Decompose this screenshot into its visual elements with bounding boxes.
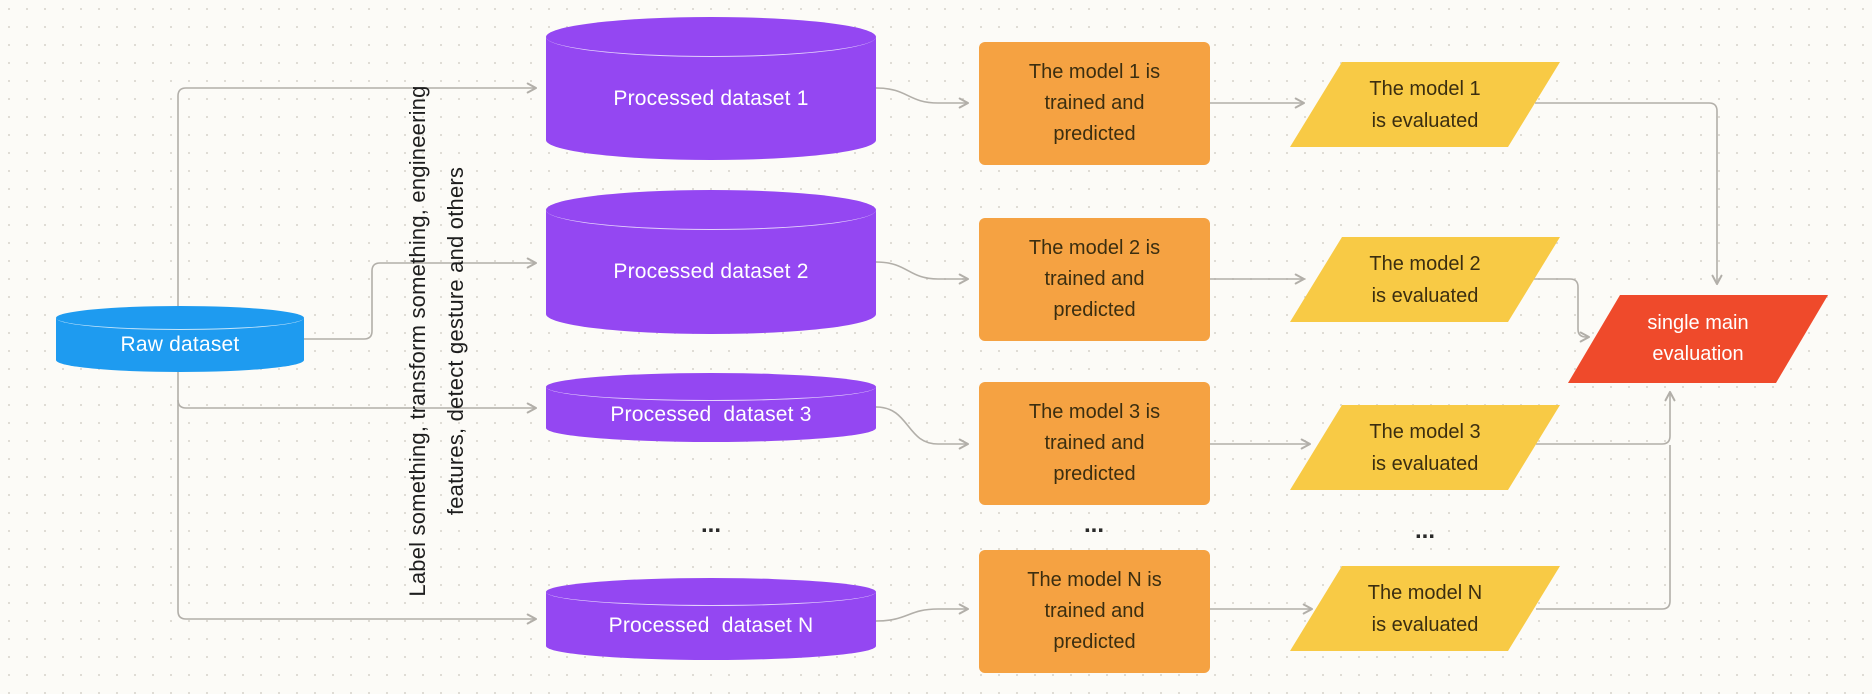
evaluation-node-n: The model N is evaluated (1290, 566, 1560, 651)
evaluation-label-3: The model 3 is evaluated (1369, 420, 1481, 475)
dataset-node-1: Processed dataset 1 (546, 37, 876, 160)
evaluation-label-2: The model 2 is evaluated (1369, 252, 1481, 307)
ellipsis-datasets: ... (700, 511, 721, 538)
model-node-1: The model 1 is trained and predicted (979, 42, 1210, 165)
dataset-node-n: Processed dataset N (546, 592, 876, 660)
model-label-1: The model 1 is trained and predicted (1028, 61, 1161, 145)
evaluation-node-3: The model 3 is evaluated (1290, 405, 1560, 490)
ellipsis-evaluations: ... (1414, 517, 1435, 544)
model-label-3: The model 3 is trained and predicted (1028, 401, 1161, 485)
ellipsis-models: ... (1083, 511, 1104, 538)
final-evaluation-node: single main evaluation (1568, 295, 1828, 383)
model-label-n: The model N is trained and predicted (1027, 569, 1162, 653)
evaluation-node-2: The model 2 is evaluated (1290, 237, 1560, 322)
model-label-2: The model 2 is trained and predicted (1028, 237, 1161, 321)
evaluation-node-1: The model 1 is evaluated (1290, 62, 1560, 147)
preprocess-note: Label something, transform something, en… (399, 21, 475, 661)
dataset-node-3: Processed dataset 3 (546, 387, 876, 442)
dataset-label-1: Processed dataset 1 (613, 86, 809, 110)
dataset-label-2: Processed dataset 2 (613, 260, 809, 283)
model-node-n: The model N is trained and predicted (979, 550, 1210, 673)
dataset-label-n: Processed dataset N (608, 614, 814, 637)
raw-dataset-node: Raw dataset (56, 318, 304, 372)
evaluation-label-n: The model N is evaluated (1367, 581, 1483, 636)
preprocess-note-line1: Label something, transform something, en… (405, 85, 430, 597)
evaluation-label-1: The model 1 is evaluated (1369, 77, 1481, 132)
model-node-2: The model 2 is trained and predicted (979, 218, 1210, 341)
raw-dataset-label: Raw dataset (120, 333, 240, 356)
preprocess-note-line2: features, detect gesture and others (443, 166, 468, 516)
final-evaluation-label: single main evaluation (1647, 312, 1749, 365)
model-node-3: The model 3 is trained and predicted (979, 382, 1210, 505)
dataset-node-2: Processed dataset 2 (546, 210, 876, 334)
dataset-label-3: Processed dataset 3 (610, 402, 812, 426)
